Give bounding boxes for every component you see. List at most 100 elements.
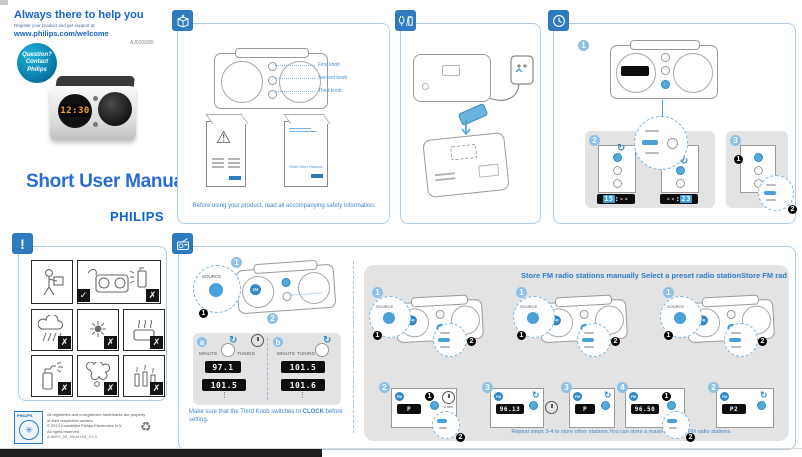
first-knob-label: First knob [318,62,340,68]
tuning-knob-a[interactable] [221,343,235,357]
warning-exclamation: ! [20,235,25,252]
battery-slot [449,143,478,161]
product-clock-display: 12:30 [60,104,90,117]
doc-code: AJ6000_05_Short UM_V1.0 [47,434,97,439]
badge-line: Contact [25,59,49,66]
minute-display: --:23 [660,194,698,204]
source-callout: SOURCE [513,296,555,338]
store-stations-box: Store FM radio stations manually Select … [364,265,789,442]
copyright-line: © 2013 Koninklijke Philips Electronics N… [47,423,123,429]
substep-badge: 2 [788,205,797,214]
step-badge: 3 [561,382,572,393]
cross-mark: ✗ [58,382,71,395]
store-closeup-3: FM P ↻ [569,388,615,428]
fm-badge: FM [573,392,582,401]
second-knob [268,76,277,85]
power-panel [400,23,541,224]
store-closeup-2: FM 96.13 ↻ [490,388,544,428]
preset-display: P2 [722,404,746,414]
logo-text: PHILIPS [17,413,33,418]
hour-rest: :-- [614,195,629,203]
radio-handle [235,48,309,58]
cross-mark: ✗ [146,289,159,302]
chemical-pictogram [77,355,119,397]
tuning-box: a MINUTE ↻ TUNING 97.1 101.5 ⋮ b MINUTE … [193,333,341,405]
frequency-display: 96.13 [496,404,524,414]
product-photo: 12:30 [44,62,144,154]
tagline: Always there to help you [14,9,144,21]
label-line [275,78,315,79]
substep-badge: 1 [425,392,434,401]
substep-badge: 2 [456,433,465,442]
step-badge: 2 [267,313,278,324]
power-battery-icon [395,10,416,31]
clock-mode-word: CLOCK [302,409,324,415]
step-badge: 2 [708,382,719,393]
clock-radio-front [610,40,718,99]
radio-icon-glyph [176,237,189,250]
frequency-display-b1: 101.5 [281,361,325,373]
source-button[interactable] [383,312,395,324]
step-badge: 1 [578,40,589,51]
step-badge: 4 [617,382,628,393]
substep-badge: 2 [758,337,767,346]
minute-tuning-label-b: MINUTE TUNING [277,351,316,356]
source-button[interactable] [209,283,223,297]
unpack-caption: Before using your product, read all acco… [192,203,376,209]
minute-label: MINUTE [199,351,218,356]
store-caption: Repeat steps 3-4 to store other stations… [511,429,732,435]
frequency-display: 96.50 [631,404,659,414]
trademark-line: All registered and unregistered trademar… [47,412,146,423]
page-title: Short User Manual [26,171,189,192]
step-badge: 3 [482,382,493,393]
substep-badge: 2 [686,433,695,442]
tune-radio: FM [235,259,337,315]
third-knob-label: Third knob [318,88,342,94]
third-knob-active [661,80,670,89]
product-knob [93,96,98,101]
insert-arrow [461,120,471,136]
tuning-knob-b[interactable] [315,343,329,357]
cross-mark: ✗ [58,336,71,349]
radio-bottom [422,131,510,199]
substep-badge: 1 [199,309,208,318]
label-line [275,91,315,92]
method-b-badge: b [273,337,283,347]
substep-badge: 1 [662,392,671,401]
source-button[interactable] [674,312,686,324]
rights-line: All rights reserved. [47,428,81,434]
source-label: SOURCE [202,274,222,279]
tuning-note: Make sure that the Third Knob switches t… [189,409,343,424]
first-knob [268,62,277,71]
substep-badge: 2 [611,337,620,346]
step-badge: 1 [372,287,383,298]
step-badge: 1 [516,287,527,298]
source-button[interactable] [527,312,539,324]
tuning-label: TUNING [237,351,256,356]
source-label: SOURCE [667,304,685,309]
speed-icon [251,334,264,347]
booklet-fold [205,114,249,124]
register-line: Register your product and get support at [14,23,95,28]
hour-highlight: 15 [603,195,615,203]
minute-rest: --: [666,195,681,203]
box-icon-glyph [177,14,188,28]
store-closeup-4: FM 96.50 1 [625,388,685,428]
clock-icon-glyph [552,14,565,27]
sun-glyph: ☀ [88,317,108,343]
wait-2sec-icon: 2 sec [442,391,455,409]
support-url[interactable]: www.philips.com/welcome [14,29,109,38]
check-mark: ✓ [77,289,90,302]
safety-booklet: ⚠ [205,114,249,187]
fm-badge: FM [395,392,404,401]
badge-line: Philips [27,66,47,73]
shield-emblem: ✳ [19,420,39,440]
radio-right-circle [279,61,321,103]
philips-wordmark: PHILIPS [110,209,165,224]
hour-display: 15:-- [597,194,635,204]
speed-icon [545,401,558,414]
clock-panel: 1 2 ↻ 15:-- [553,23,797,224]
radio-back [413,54,491,102]
box-icon [172,10,193,31]
source-callout: SOURCE [193,265,241,313]
